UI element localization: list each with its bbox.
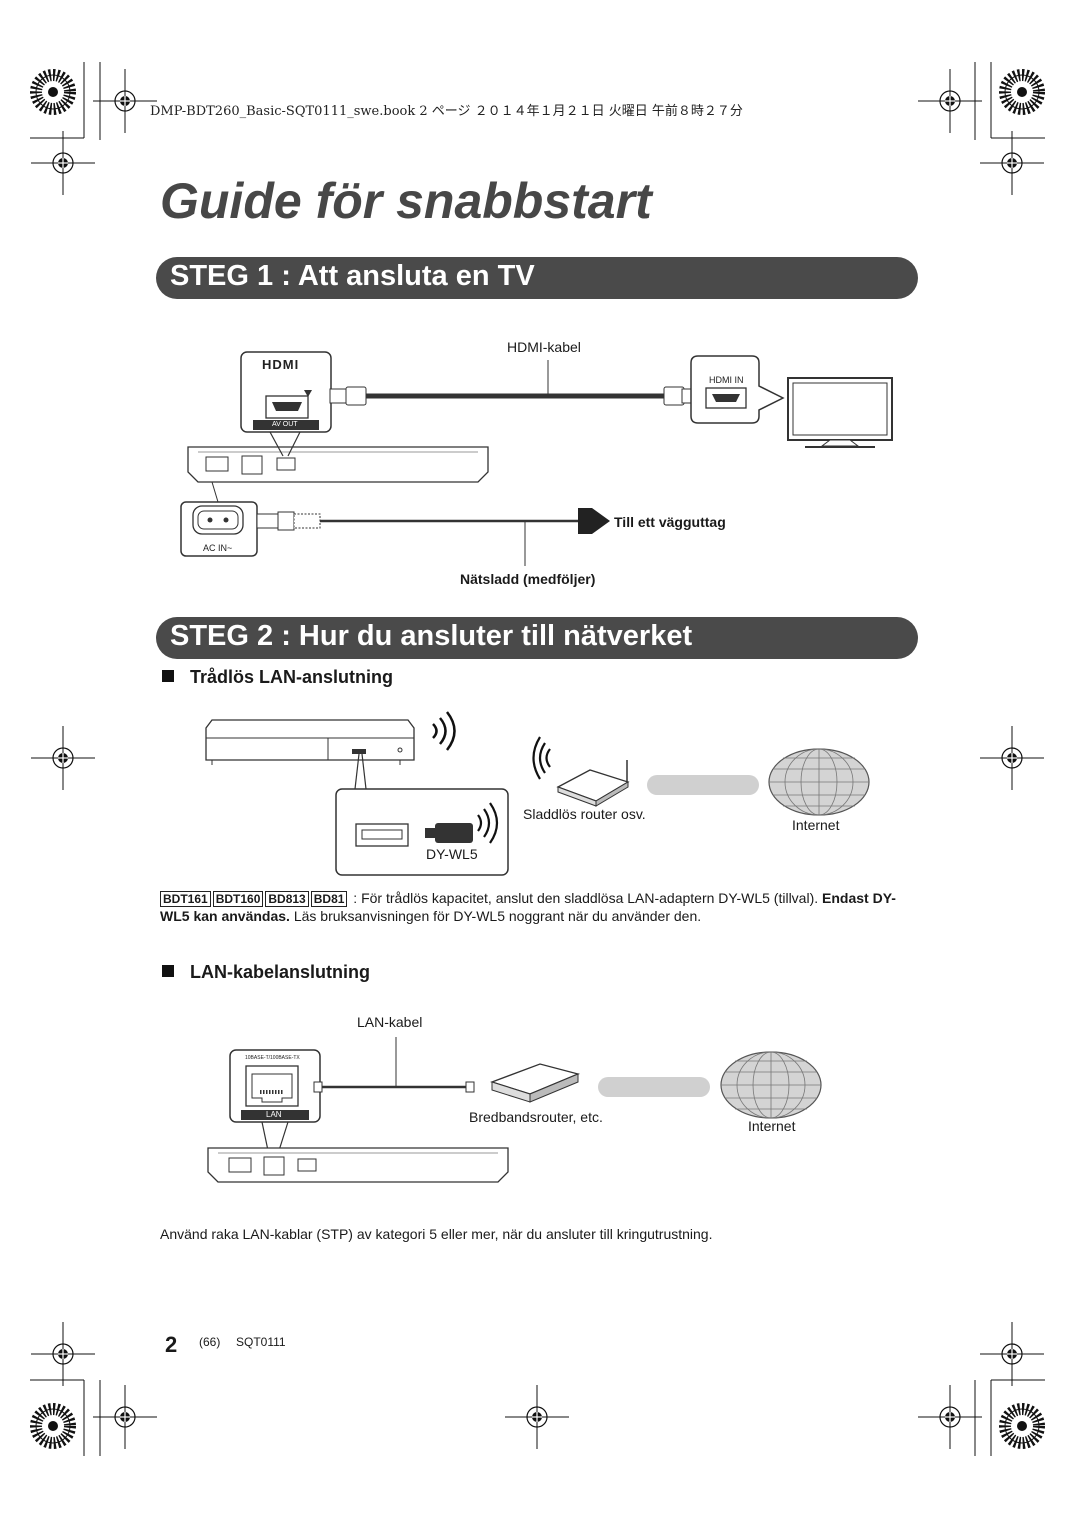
wireless-internet-label: Internet xyxy=(792,817,840,833)
power-cord-label: Nätsladd (medföljer) xyxy=(460,571,596,587)
bullet-square xyxy=(162,965,174,977)
wired-heading-text: LAN-kabelanslutning xyxy=(190,962,371,982)
wireless-heading: Trådlös LAN-anslutning xyxy=(162,667,393,688)
lan-port-caption: LAN xyxy=(266,1110,282,1119)
wall-outlet-label: Till ett vägguttag xyxy=(614,514,726,530)
registration-marks xyxy=(30,62,1045,1456)
step1-heading: STEG 1 : Att ansluta en TV xyxy=(170,260,535,292)
wireless-heading-text: Trådlös LAN-anslutning xyxy=(190,667,394,687)
step2-heading: STEG 2 : Hur du ansluter till nätverket xyxy=(170,620,693,652)
page-title: Guide för snabbstart xyxy=(160,173,652,229)
wired-diagram xyxy=(207,1037,822,1183)
hdmi-logo: HDMI xyxy=(262,357,300,372)
note-text: : För trådlös kapacitet, anslut den slad… xyxy=(349,890,823,906)
wireless-diagram xyxy=(205,711,870,876)
lan-cable-note: Använd raka LAN-kablar (STP) av kategori… xyxy=(160,1226,713,1242)
note-tail: Läs bruksanvisningen för DY-WL5 noggrant… xyxy=(289,908,702,924)
page-number: 2 xyxy=(165,1332,178,1357)
note-bold: Endast DY-WL5 kan användas. xyxy=(160,890,896,924)
adapter-label: DY-WL5 xyxy=(426,846,478,862)
print-header: DMP-BDT260_Basic-SQT0111_swe.book 2 ページ … xyxy=(150,104,743,119)
wireless-router-label: Sladdlös router osv. xyxy=(523,806,646,822)
bullet-square xyxy=(162,670,174,682)
step2-heading-bar: STEG 2 : Hur du ansluter till nätverket xyxy=(156,617,918,659)
hdmi-cable-label: HDMI-kabel xyxy=(507,339,581,355)
doc-code: SQT0111 xyxy=(236,1335,286,1349)
model-badge: BD81 xyxy=(310,891,348,907)
ac-in-label: AC IN~ xyxy=(203,543,233,553)
page-sub-number: (66) xyxy=(199,1335,221,1349)
step1-diagram xyxy=(180,351,893,566)
av-out-label: AV OUT xyxy=(272,421,298,428)
lan-port-spec: 10BASE-T/100BASE-TX xyxy=(245,1055,300,1061)
step1-heading-bar: STEG 1 : Att ansluta en TV xyxy=(156,257,918,299)
hdmi-in-label: HDMI IN xyxy=(709,375,744,385)
model-badge: BDT161 xyxy=(160,891,211,907)
wired-internet-label: Internet xyxy=(748,1118,796,1134)
broadband-router-label: Bredbandsrouter, etc. xyxy=(469,1109,603,1125)
model-badge: BD813 xyxy=(265,891,309,907)
wired-heading: LAN-kabelanslutning xyxy=(162,962,370,983)
lan-cable-label: LAN-kabel xyxy=(357,1014,423,1030)
model-badge: BDT160 xyxy=(212,891,264,907)
